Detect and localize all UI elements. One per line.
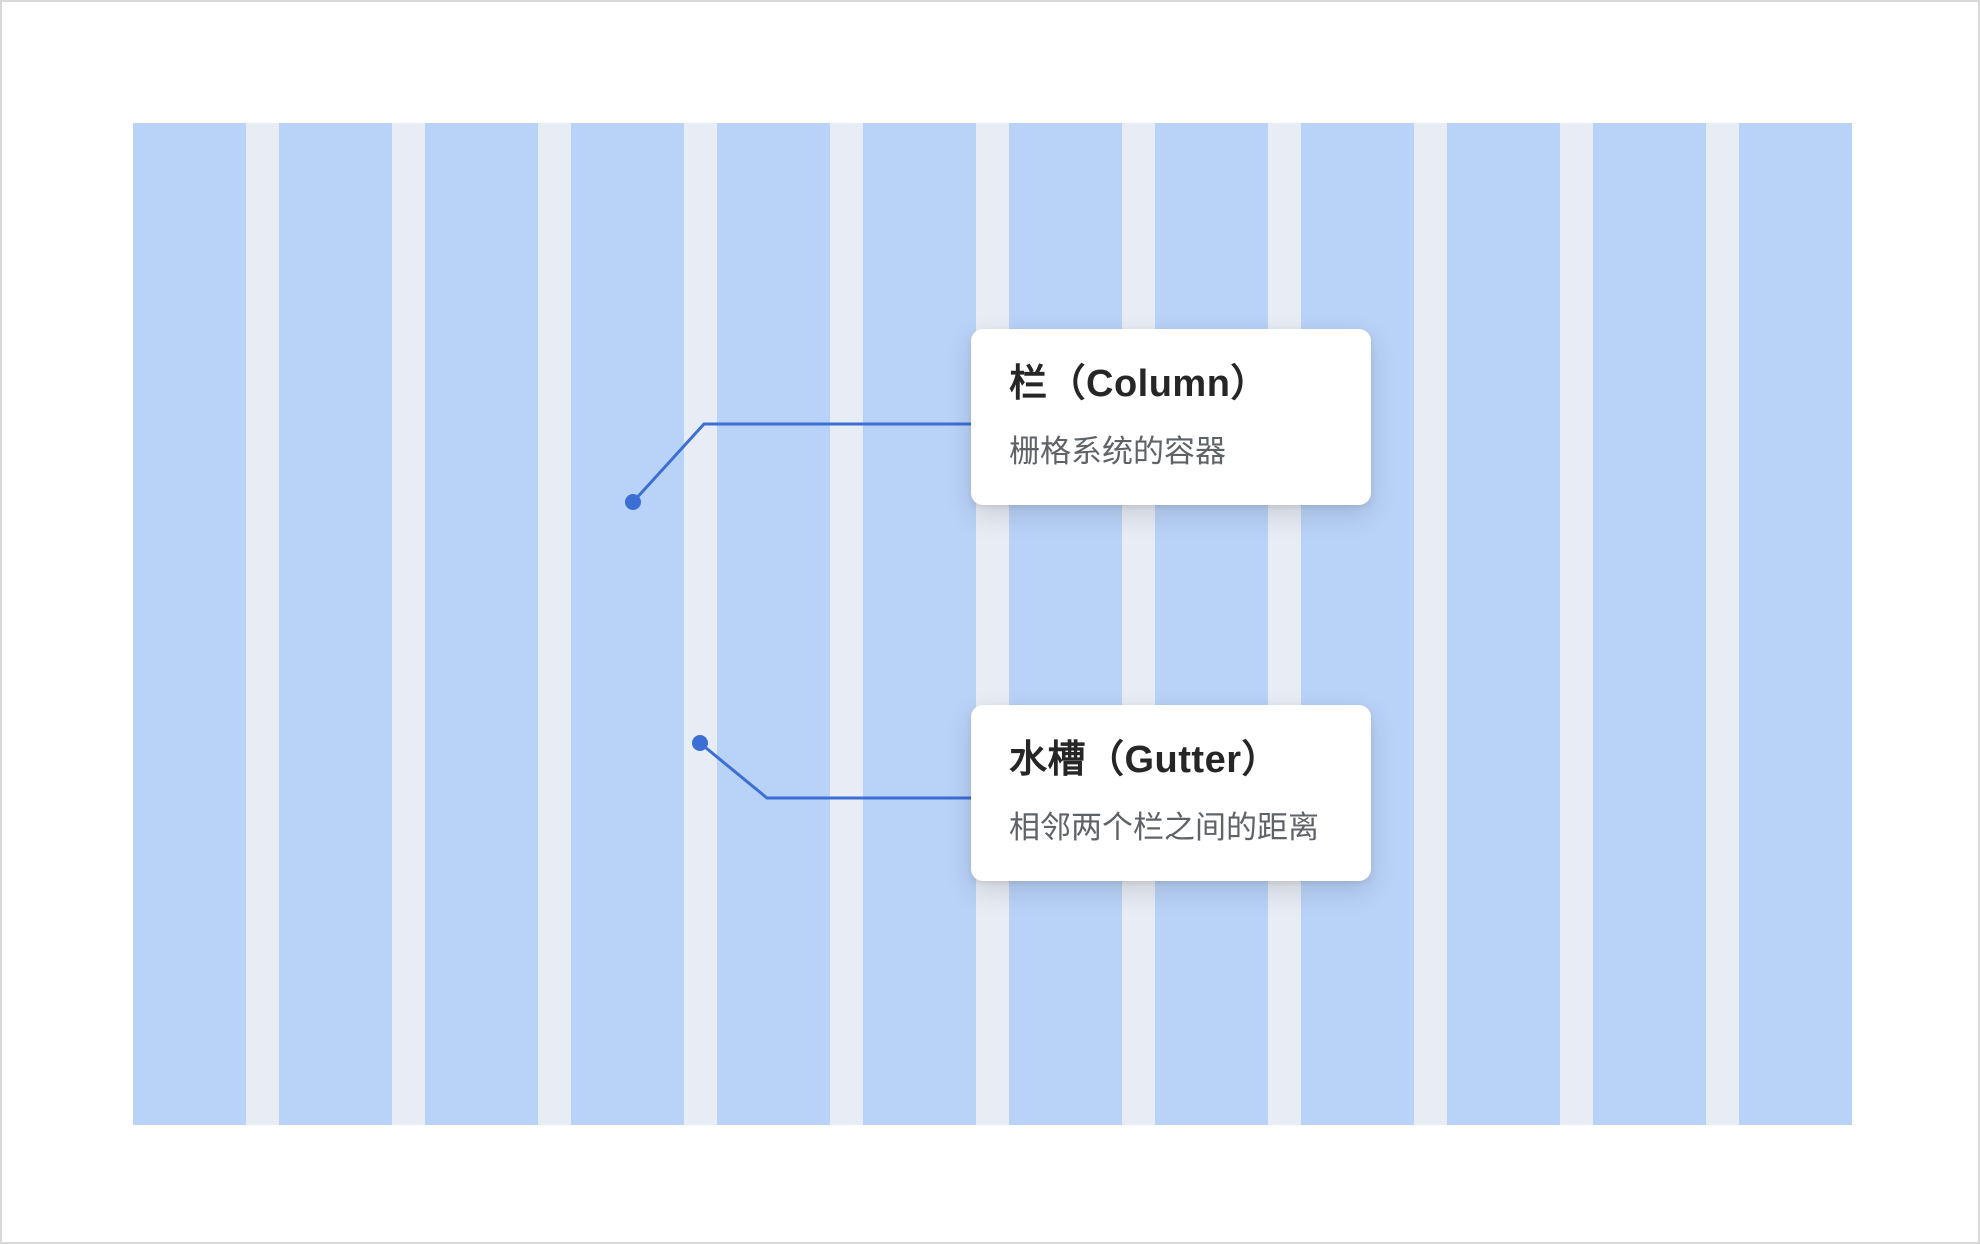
callout-description-gutter: 相邻两个栏之间的距离 (1009, 809, 1319, 845)
grid-column (1301, 123, 1414, 1125)
callout-title-gutter: 水槽（Gutter） (1009, 739, 1281, 782)
grid-column (1009, 123, 1122, 1125)
grid-demo-area (133, 123, 1852, 1125)
callout-title-column: 栏（Column） (1009, 363, 1269, 406)
callout-description-column: 栅格系统的容器 (1009, 433, 1226, 469)
grid-column (1739, 123, 1852, 1125)
grid-column (1447, 123, 1560, 1125)
grid-column (717, 123, 830, 1125)
grid-column (279, 123, 392, 1125)
grid-column (1593, 123, 1706, 1125)
grid-column (571, 123, 684, 1125)
grid-column (863, 123, 976, 1125)
grid-column (133, 123, 246, 1125)
grid-column (425, 123, 538, 1125)
grid-column (1155, 123, 1268, 1125)
callout-card-column: 栏（Column） 栅格系统的容器 (971, 329, 1371, 505)
callout-card-gutter: 水槽（Gutter） 相邻两个栏之间的距离 (971, 705, 1371, 881)
